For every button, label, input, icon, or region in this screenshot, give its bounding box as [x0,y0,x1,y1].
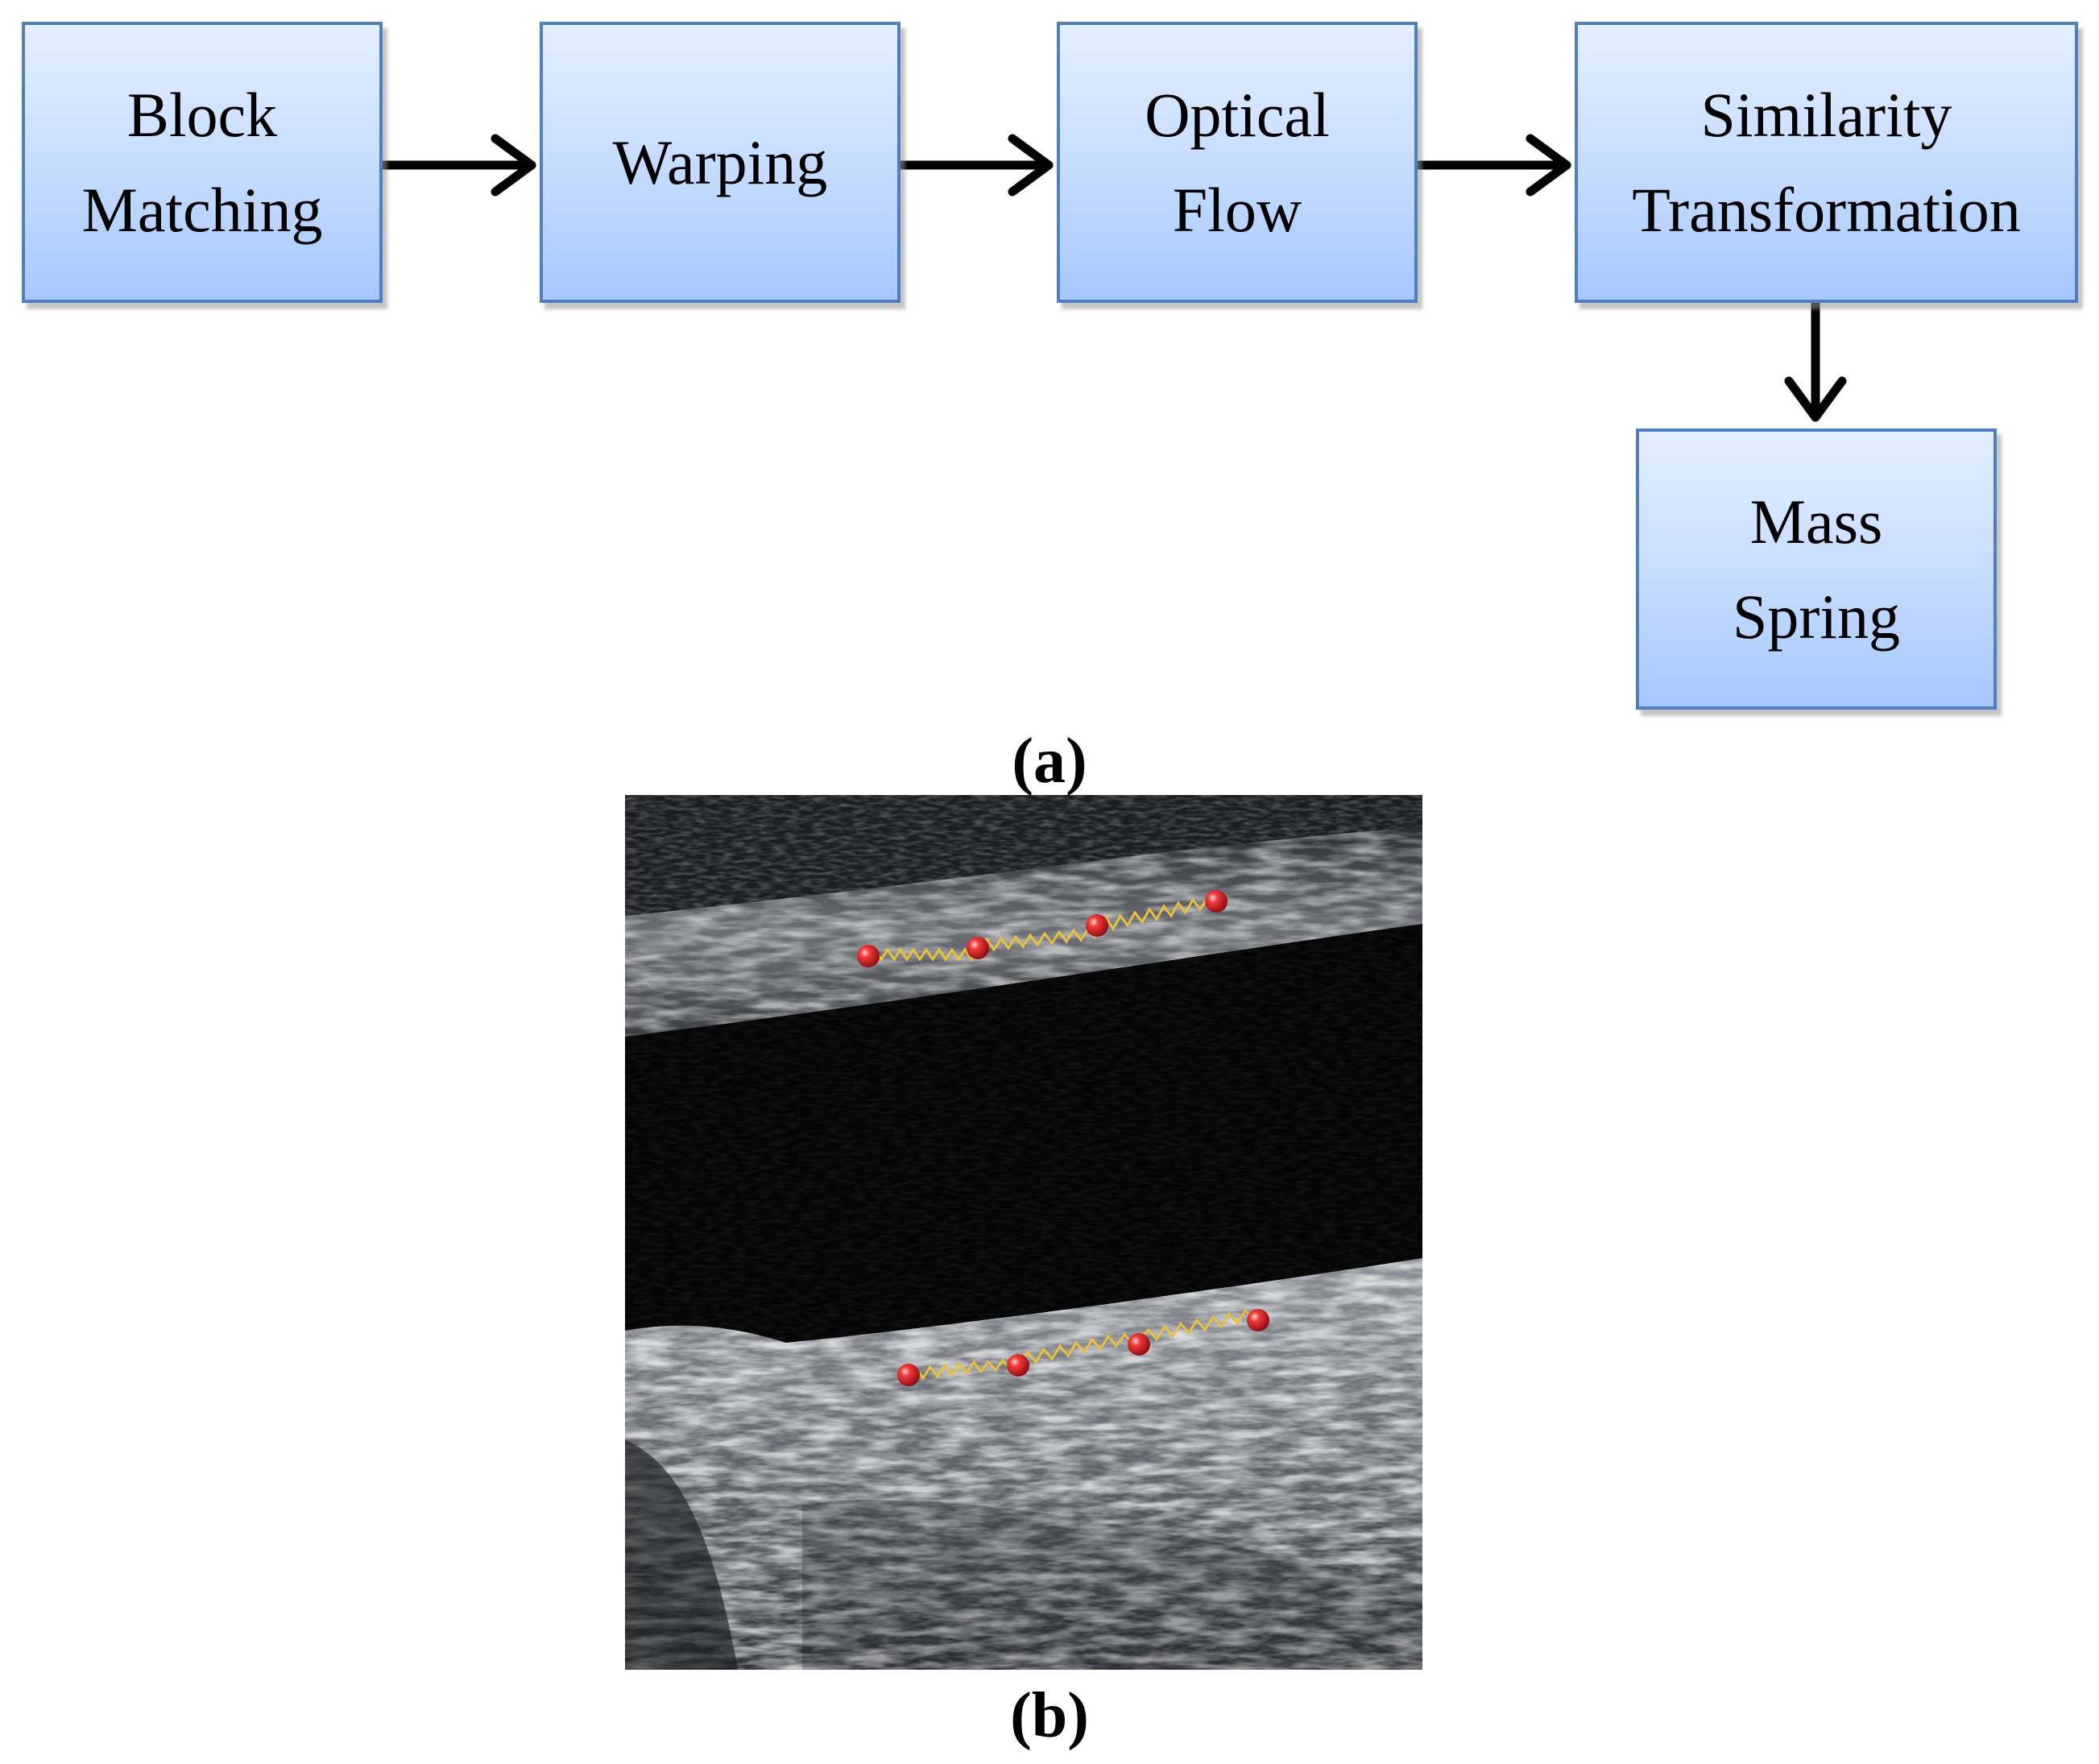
box-label-line1: Block [126,79,278,150]
flow-arrows [379,134,1847,422]
box-label-line2: Spring [1732,581,1901,652]
upper-spring-chain [867,896,1214,962]
marker-point [897,1364,920,1386]
arrow-block-to-warping [379,134,536,197]
marker-point [1128,1333,1150,1356]
marker-point [1007,1354,1029,1377]
marker-point [1205,890,1228,913]
box-label-line1: Optical [1145,79,1330,150]
lower-markers [897,1309,1269,1386]
block-matching-box: Block Matching [22,22,383,303]
box-label-line2: Transformation [1632,174,2021,245]
warping-box: Warping [540,22,900,303]
similarity-transformation-box: Similarity Transformation [1575,22,2078,303]
marker-point [1086,914,1108,937]
marker-point [857,945,880,967]
mass-spring-box: Mass Spring [1636,429,1997,710]
box-label-line1: Mass [1749,486,1883,557]
arrow-optical-to-similarity [1414,134,1571,197]
lower-spring-chain [908,1308,1260,1381]
ultrasound-image [625,795,1422,1670]
arrow-similarity-to-mass [1784,300,1847,422]
upper-markers [857,890,1228,967]
box-label-line2: Matching [81,174,323,245]
caption-a: (a) [1012,726,1087,797]
optical-flow-box: Optical Flow [1057,22,1418,303]
marker-point [967,937,989,959]
marker-point [1247,1309,1269,1331]
box-label-line2: Flow [1172,174,1302,245]
box-label-line1: Similarity [1700,79,1952,150]
caption-b: (b) [1010,1680,1089,1751]
arrow-warping-to-optical [897,134,1054,197]
ultrasound-svg [625,795,1422,1670]
box-label-line1: Warping [612,126,828,197]
